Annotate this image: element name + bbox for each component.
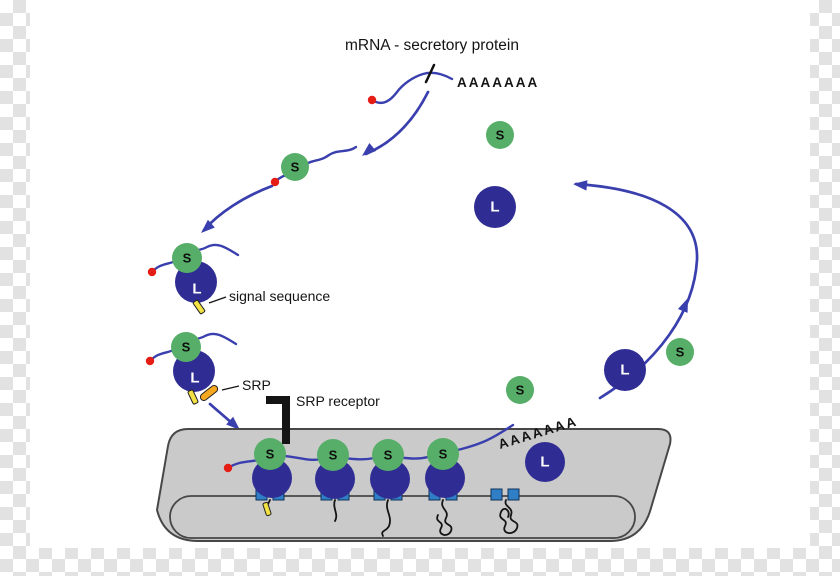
small-subunit	[172, 243, 202, 273]
arrowhead-icon	[677, 298, 688, 313]
released-protein-tangle	[499, 499, 519, 534]
large-subunit-letter: L	[192, 281, 201, 298]
arrowhead-icon	[201, 219, 215, 233]
diagram-title: mRNA - secretory protein	[345, 37, 519, 54]
nascent-chain	[436, 499, 453, 536]
free-small-subunit: S	[506, 376, 534, 404]
nascent-chain	[333, 499, 338, 522]
small-subunit-letter: S	[439, 447, 448, 462]
translation-cycle-arrows	[201, 90, 699, 430]
free-small-subunit: S	[666, 338, 694, 366]
mrna-break-mark	[424, 63, 436, 84]
arrow-recycling-arc	[574, 182, 699, 400]
mrna-strand	[370, 71, 454, 105]
srp-receptor-flag	[266, 396, 290, 444]
translocon-subunit	[507, 488, 520, 501]
free-large-subunit: L	[474, 186, 516, 228]
membrane-ribosome: S S S S	[252, 438, 465, 499]
small-subunit-letter: S	[384, 448, 393, 463]
small-subunit	[254, 438, 286, 470]
signal-sequence-rod	[187, 389, 199, 405]
large-subunit	[370, 459, 410, 499]
translocon-subunit	[490, 488, 503, 501]
large-subunit	[425, 458, 465, 498]
arrowhead-icon	[573, 180, 588, 191]
arrowhead-icon	[362, 143, 377, 156]
small-subunit	[666, 338, 694, 366]
five-prime-cap-dot	[367, 95, 377, 105]
released-large-subunit: L	[525, 442, 565, 482]
large-subunit	[604, 349, 646, 391]
poly-a-tail-label: AAAAAAA	[457, 75, 539, 90]
large-subunit	[252, 458, 292, 498]
large-subunit-letter: L	[540, 454, 549, 471]
large-subunit	[525, 442, 565, 482]
small-subunit-letter: S	[496, 128, 505, 143]
small-subunit-letter: S	[291, 160, 300, 175]
signal-sequence-rod	[192, 299, 206, 315]
small-subunit-letter: S	[182, 340, 191, 355]
arrowhead-icon	[226, 416, 240, 430]
small-subunit	[427, 438, 459, 470]
nascent-chains	[262, 499, 519, 537]
label-leader-line	[208, 296, 227, 304]
nascent-chain	[381, 499, 391, 537]
five-prime-cap-dot	[223, 463, 233, 473]
five-prime-cap-dot	[145, 356, 155, 366]
small-subunit-letter: S	[183, 251, 192, 266]
large-subunit	[474, 186, 516, 228]
free-large-subunit: L	[604, 349, 646, 391]
large-subunit-letter: L	[490, 199, 499, 216]
small-subunit	[372, 439, 404, 471]
large-subunit-letter: L	[190, 370, 199, 387]
ribosome-signal-sequence: S L signal sequence	[147, 243, 330, 315]
free-small-subunit: S	[486, 121, 514, 149]
label-leader-line	[221, 385, 240, 391]
srp-receptor-label: SRP receptor	[296, 393, 380, 409]
small-subunit	[506, 376, 534, 404]
srp-particle	[199, 384, 219, 402]
small-subunit	[171, 332, 201, 362]
signal-sequence-rod	[262, 501, 272, 517]
nascent-chain	[267, 499, 271, 505]
small-subunit-letter: S	[329, 448, 338, 463]
five-prime-cap-dot	[270, 177, 280, 187]
er-membrane-slab	[155, 428, 672, 542]
srp-label: SRP	[242, 377, 271, 393]
initiation-complex: S	[270, 145, 358, 187]
large-subunit	[315, 459, 355, 499]
small-subunit	[486, 121, 514, 149]
small-subunit-letter: S	[516, 383, 525, 398]
five-prime-cap-dot	[147, 267, 157, 277]
small-subunit-letter: S	[266, 447, 275, 462]
small-subunit-letter: S	[676, 345, 685, 360]
large-subunit-letter: L	[620, 362, 629, 379]
ribosome-with-srp: S L SRP	[145, 332, 271, 405]
small-subunit	[281, 153, 309, 181]
free-mrna: AAAAAAA	[367, 63, 539, 105]
signal-sequence-label: signal sequence	[229, 288, 330, 304]
small-subunit	[317, 439, 349, 471]
